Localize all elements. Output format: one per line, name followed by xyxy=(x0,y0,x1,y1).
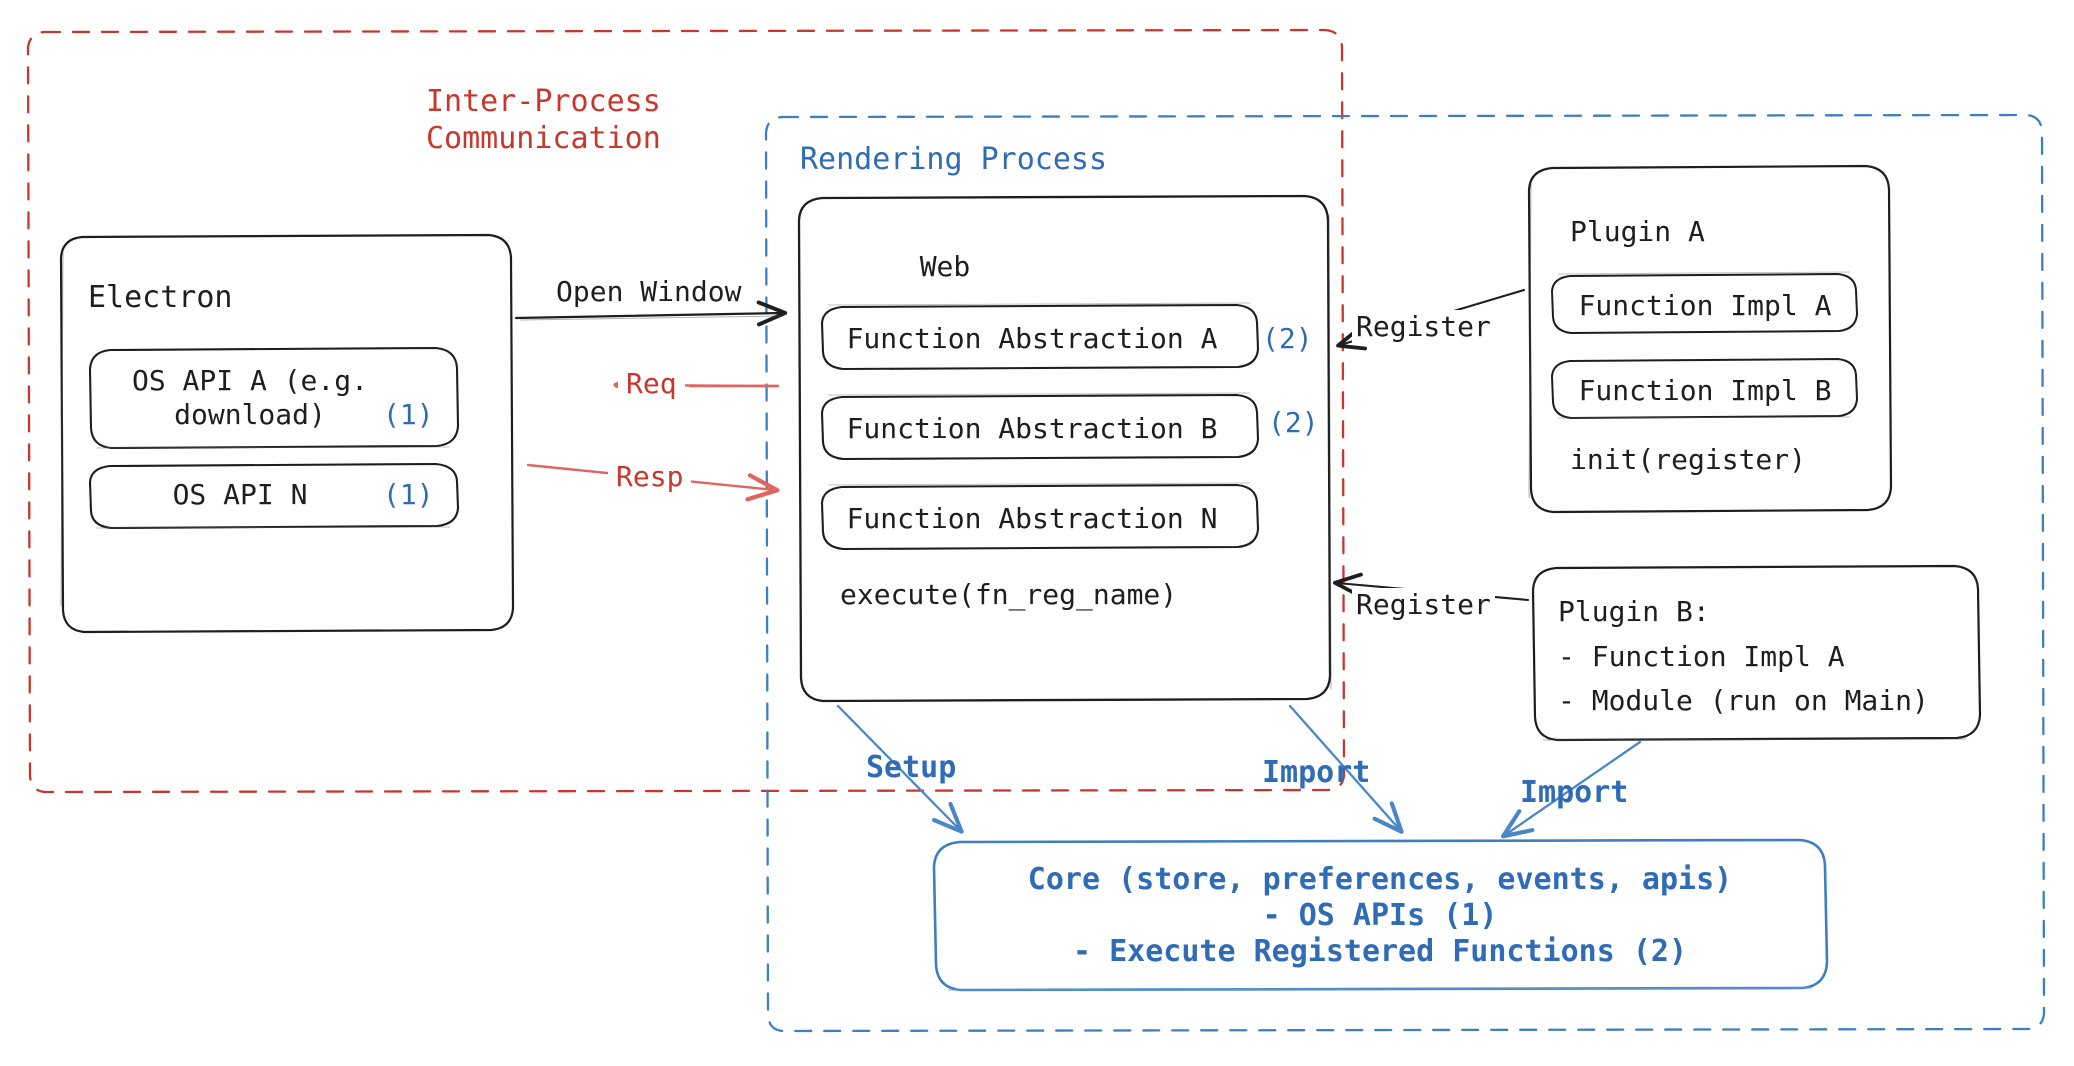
plugin-b-title: Plugin B: xyxy=(1558,595,1710,628)
fn-abstraction-a-marker: (2) xyxy=(1262,322,1313,355)
plugin-a-item-1: Function Impl B xyxy=(1578,374,1832,407)
core-line-1: Core (store, preferences, events, apis) xyxy=(1027,862,1733,897)
plugin-a-item-0: Function Impl A xyxy=(1578,289,1832,322)
core-line-3: - Execute Registered Functions (2) xyxy=(1072,934,1688,969)
web-execute-footer: execute(fn_reg_name) xyxy=(840,578,1178,611)
plugin-a-title: Plugin A xyxy=(1570,215,1705,248)
fn-abstraction-b-marker: (2) xyxy=(1268,406,1319,439)
edge-label-setup: Setup xyxy=(866,750,957,785)
os-api-a-label: OS API A (e.g.download) xyxy=(131,364,368,432)
web-title: Web xyxy=(919,250,971,283)
rendering-region-label: Rendering Process xyxy=(800,142,1108,177)
fn-abstraction-n-label: Function Abstraction N xyxy=(846,502,1218,535)
plugin-b-item-1: - Module (run on Main) xyxy=(1558,684,1929,717)
edge-label-req: Req xyxy=(618,367,685,402)
edge-label-open-window: Open Window xyxy=(556,275,742,308)
plugin-b-item-0: - Function Impl A xyxy=(1558,640,1845,673)
os-api-n-label: OS API N xyxy=(172,478,308,511)
fn-abstraction-a-label: Function Abstraction A xyxy=(846,322,1218,355)
fn-abstraction-b-label: Function Abstraction B xyxy=(846,412,1218,445)
plugin-a-footer: init(register) xyxy=(1570,443,1807,476)
edge-label-import-plugin-b: Import xyxy=(1520,775,1629,810)
edge-label-import-web: Import xyxy=(1262,755,1371,790)
electron-title: Electron xyxy=(88,280,233,315)
edge-label-resp: Resp xyxy=(608,460,692,495)
os-api-a-marker: (1) xyxy=(383,398,434,431)
os-api-n-marker: (1) xyxy=(383,478,434,511)
edge-label-register-b: Register xyxy=(1352,588,1495,623)
arrow-open-window xyxy=(514,300,788,327)
core-line-2: - OS APIs (1) xyxy=(1262,898,1498,933)
edge-label-register-a: Register xyxy=(1352,310,1495,345)
